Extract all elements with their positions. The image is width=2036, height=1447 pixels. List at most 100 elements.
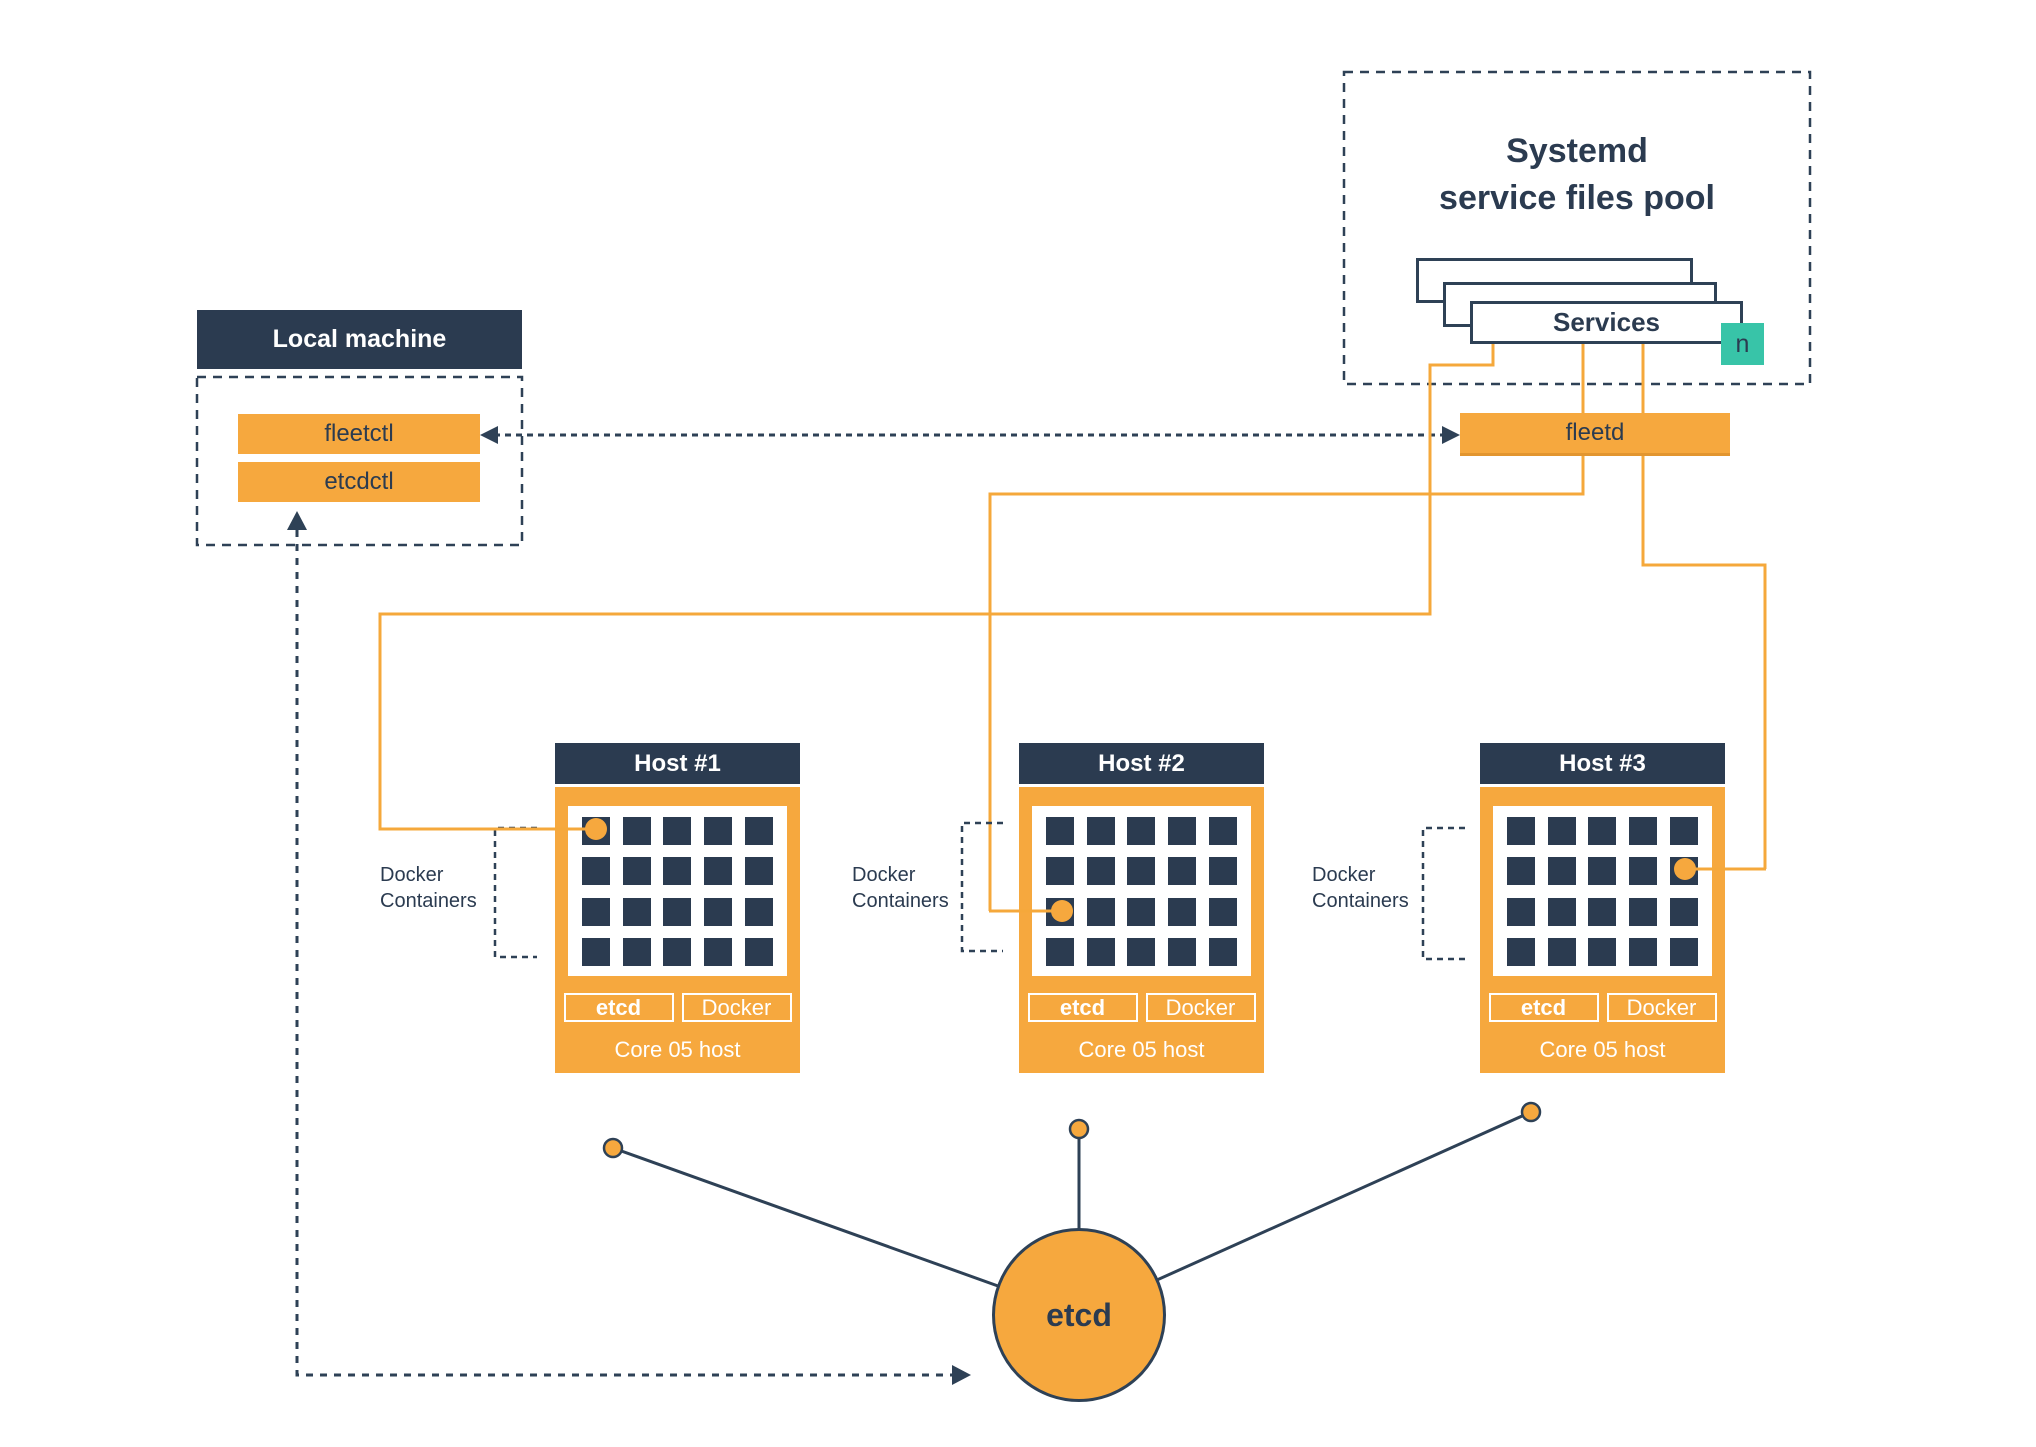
container-square — [1208, 937, 1237, 966]
container-square — [1127, 937, 1156, 966]
host3-etcd-label: etcd — [1520, 994, 1567, 1020]
pool-title: Systemd service files pool — [1344, 128, 1810, 222]
container-square — [704, 937, 733, 966]
etcdctl-box: etcdctl — [238, 462, 480, 502]
bracket-host1 — [493, 826, 537, 959]
container-square — [582, 857, 610, 886]
host2-docker-box: Docker — [1145, 993, 1256, 1022]
etcdctl-label: etcdctl — [324, 468, 394, 495]
container-square — [1127, 817, 1156, 845]
n-badge-label: n — [1735, 329, 1750, 358]
host1-docker-box: Docker — [681, 993, 792, 1022]
host1-header: Host #1 — [555, 743, 800, 784]
etcd-endpoint-dot-host2 — [1068, 1118, 1090, 1140]
container-square — [744, 897, 773, 926]
container-square — [1046, 937, 1074, 966]
container-square — [582, 817, 610, 845]
container-square — [1046, 817, 1074, 845]
host3-containers-label: Docker Containers — [1312, 864, 1409, 912]
pool-title-line2: service files pool — [1439, 179, 1715, 217]
arrowhead-up-icon — [287, 511, 307, 530]
host2-core-label: Core 05 host — [1078, 1037, 1205, 1062]
host2-etcd-label: etcd — [1059, 994, 1106, 1020]
container-square — [1507, 937, 1535, 966]
container-square — [1168, 937, 1197, 966]
container-square — [1629, 897, 1658, 926]
container-square — [1127, 857, 1156, 886]
container-square — [1669, 857, 1698, 886]
container-square — [1168, 897, 1197, 926]
container-square — [1669, 937, 1698, 966]
host2-title: Host #2 — [1098, 749, 1185, 777]
host3-docker-box: Docker — [1606, 993, 1717, 1022]
local-machine-header: Local machine — [197, 310, 522, 369]
container-square — [1547, 857, 1576, 886]
arrowhead-right-icon — [1442, 426, 1460, 444]
container-square — [1086, 817, 1115, 845]
local-machine-dashed-border — [195, 375, 524, 547]
etcd-circle: etcd — [992, 1228, 1166, 1402]
bracket-host3 — [1421, 826, 1465, 961]
container-square — [1208, 897, 1237, 926]
container-square — [1208, 857, 1237, 886]
container-square — [1547, 817, 1576, 845]
container-square — [1669, 817, 1698, 845]
container-square — [622, 857, 651, 886]
container-square — [1547, 897, 1576, 926]
host2-containers-label: Docker Containers — [852, 864, 949, 912]
host1-container-grid — [568, 806, 787, 976]
fleetd-label: fleetd — [1565, 419, 1625, 446]
arrowhead-into-etcd-icon — [952, 1365, 971, 1385]
container-square — [1629, 817, 1658, 845]
service-file-card-front: Services — [1470, 301, 1743, 344]
host1-etcd-box: etcd — [563, 993, 674, 1022]
host1-core-label: Core 05 host — [614, 1037, 741, 1062]
container-square — [1046, 897, 1074, 926]
container-square — [1547, 937, 1576, 966]
container-square — [663, 857, 692, 886]
n-count-badge: n — [1721, 323, 1764, 365]
container-square — [1669, 897, 1698, 926]
host2-body: etcd Docker Core 05 host — [1019, 787, 1264, 1073]
container-square — [1588, 937, 1617, 966]
container-square — [622, 897, 651, 926]
host1-title: Host #1 — [634, 749, 721, 777]
container-square — [622, 937, 651, 966]
container-square — [663, 817, 692, 845]
container-square — [704, 897, 733, 926]
container-square — [1629, 937, 1658, 966]
container-square — [704, 857, 733, 886]
container-square — [744, 817, 773, 845]
host3-etcd-box: etcd — [1488, 993, 1599, 1022]
host2-etcd-box: etcd — [1027, 993, 1138, 1022]
host1-etcd-label: etcd — [595, 994, 642, 1020]
orange-line-services-to-host1 — [378, 344, 1495, 831]
container-square — [744, 937, 773, 966]
host3-header: Host #3 — [1480, 743, 1725, 784]
container-square — [704, 817, 733, 845]
fleetctl-box: fleetctl — [238, 414, 480, 454]
container-square — [744, 857, 773, 886]
container-square — [1208, 817, 1237, 845]
container-square — [663, 897, 692, 926]
local-machine-title: Local machine — [272, 325, 447, 353]
arrowhead-left-icon — [480, 426, 498, 444]
container-square — [1507, 897, 1535, 926]
container-square — [1168, 857, 1197, 886]
container-square — [1086, 857, 1115, 886]
container-square — [1588, 817, 1617, 845]
bracket-host2 — [960, 821, 1003, 953]
container-square — [1507, 817, 1535, 845]
container-square — [582, 937, 610, 966]
container-square — [1086, 897, 1115, 926]
container-square — [1507, 857, 1535, 886]
container-square — [622, 817, 651, 845]
container-square — [1168, 817, 1197, 845]
host1-body: etcd Docker Core 05 host — [555, 787, 800, 1073]
host3-title: Host #3 — [1559, 749, 1646, 777]
host2-container-grid — [1032, 806, 1251, 976]
container-square — [1127, 897, 1156, 926]
fleetctl-label: fleetctl — [324, 420, 394, 447]
host3-core-label: Core 05 host — [1539, 1037, 1666, 1062]
